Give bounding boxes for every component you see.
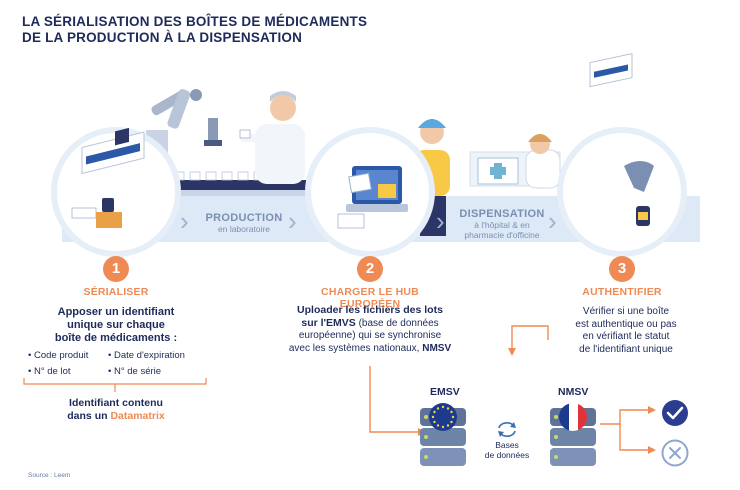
step1-footer: Identifiant contenu dans un Datamatrix [36, 397, 196, 422]
step3-line-3: en vérifiant le statut [582, 331, 670, 342]
step-number-1: 1 [103, 256, 129, 282]
step-circle-3 [557, 53, 687, 257]
emsv-database-icon [420, 403, 466, 466]
chevron-right-icon: › [288, 206, 297, 236]
step2-line-3: européenne) qui se synchronise [298, 330, 442, 341]
step3-line-1: Vérifier si une boîte [582, 306, 670, 317]
step-circle-1 [51, 127, 181, 257]
step-number-2: 2 [357, 256, 383, 282]
sync-label: Bases de données [482, 440, 532, 460]
banner-dispensation-sub-1: à l'hôpital & en [474, 220, 530, 230]
step2-line-1: Uploader les fichiers des lots [297, 304, 443, 316]
banner-dispensation-sub-2: pharmacie d'officine [464, 230, 540, 240]
step2-line-2-rest: (base de données [355, 317, 439, 329]
step1-desc-line-3: boîte de médicaments : [54, 332, 178, 344]
step2-description: Uploader les fichiers des lots sur l'EMV… [278, 304, 462, 355]
step1-footer-line-1: Identifiant contenu [69, 397, 163, 409]
emsv-label: EMSV [430, 386, 460, 398]
step1-desc-line-2: unique sur chaque [67, 319, 165, 331]
chevron-right-icon: › [180, 206, 189, 236]
step1-desc-line-1: Apposer un identifiant [57, 306, 175, 318]
step1-description: Apposer un identifiant unique sur chaque… [36, 306, 196, 345]
arrow-step3-to-db [511, 325, 549, 348]
step-circle-2 [305, 127, 435, 257]
page-title: LA SÉRIALISATION DES BOÎTES DE MÉDICAMEN… [22, 14, 367, 46]
chevron-right-icon: › [548, 206, 557, 236]
step3-line-4: de l'identifiant unique [579, 343, 673, 355]
step2-emvs: sur l'EMVS [301, 316, 356, 329]
title-line-2: DE LA PRODUCTION À LA DISPENSATION [22, 30, 303, 45]
banner-dispensation: DISPENSATION à l'hôpital & en pharmacie … [452, 208, 552, 240]
banner-dispensation-title: DISPENSATION [459, 208, 545, 220]
arrow-step2-to-emsv [369, 366, 418, 433]
step-label-1: SÉRIALISER [83, 286, 149, 298]
step-number-3: 3 [609, 256, 635, 282]
arrow-to-valid [600, 409, 648, 425]
title-line-1: LA SÉRIALISATION DES BOÎTES DE MÉDICAMEN… [22, 14, 368, 29]
step3-line-2: est authentique ou pas [575, 318, 677, 330]
nmsv-database-icon [550, 403, 596, 466]
step1-item-lot-number: • N° de lot [28, 366, 71, 377]
nmsv-label: NMSV [558, 386, 589, 398]
banner-production-title: PRODUCTION [205, 212, 283, 224]
chevron-right-icon: › [436, 206, 445, 236]
step1-item-serial-number: • N° de série [108, 366, 162, 377]
banner-production: PRODUCTION en laboratoire [200, 212, 288, 234]
step-label-3: AUTHENTIFIER [582, 286, 662, 298]
source-note: Source : Leem [28, 472, 71, 479]
sync-label-line-2: de données [484, 450, 530, 460]
step2-nmsv: NMSV [422, 342, 452, 354]
arrow-to-invalid [619, 424, 648, 451]
step2-line-4-prefix: avec les systèmes nationaux, [288, 342, 423, 354]
step1-item-expiry-date: • Date d'expiration [108, 350, 185, 361]
step3-description: Vérifier si une boîte est authentique ou… [556, 306, 696, 356]
step1-item-product-code: • Code produit [28, 350, 89, 361]
sync-icon [498, 422, 516, 437]
check-valid-icon [662, 400, 688, 426]
banner-production-sub: en laboratoire [218, 224, 270, 234]
step-label-2: CHARGER LE HUB EUROPÉEN [321, 286, 419, 310]
lab-worker-illustration [239, 91, 305, 184]
step1-footer-prefix: dans un [67, 409, 111, 422]
step1-bracket [23, 378, 207, 392]
cross-invalid-icon [661, 439, 689, 467]
sync-label-line-1: Bases [495, 440, 519, 450]
step1-footer-datamatrix: Datamatrix [110, 409, 165, 422]
